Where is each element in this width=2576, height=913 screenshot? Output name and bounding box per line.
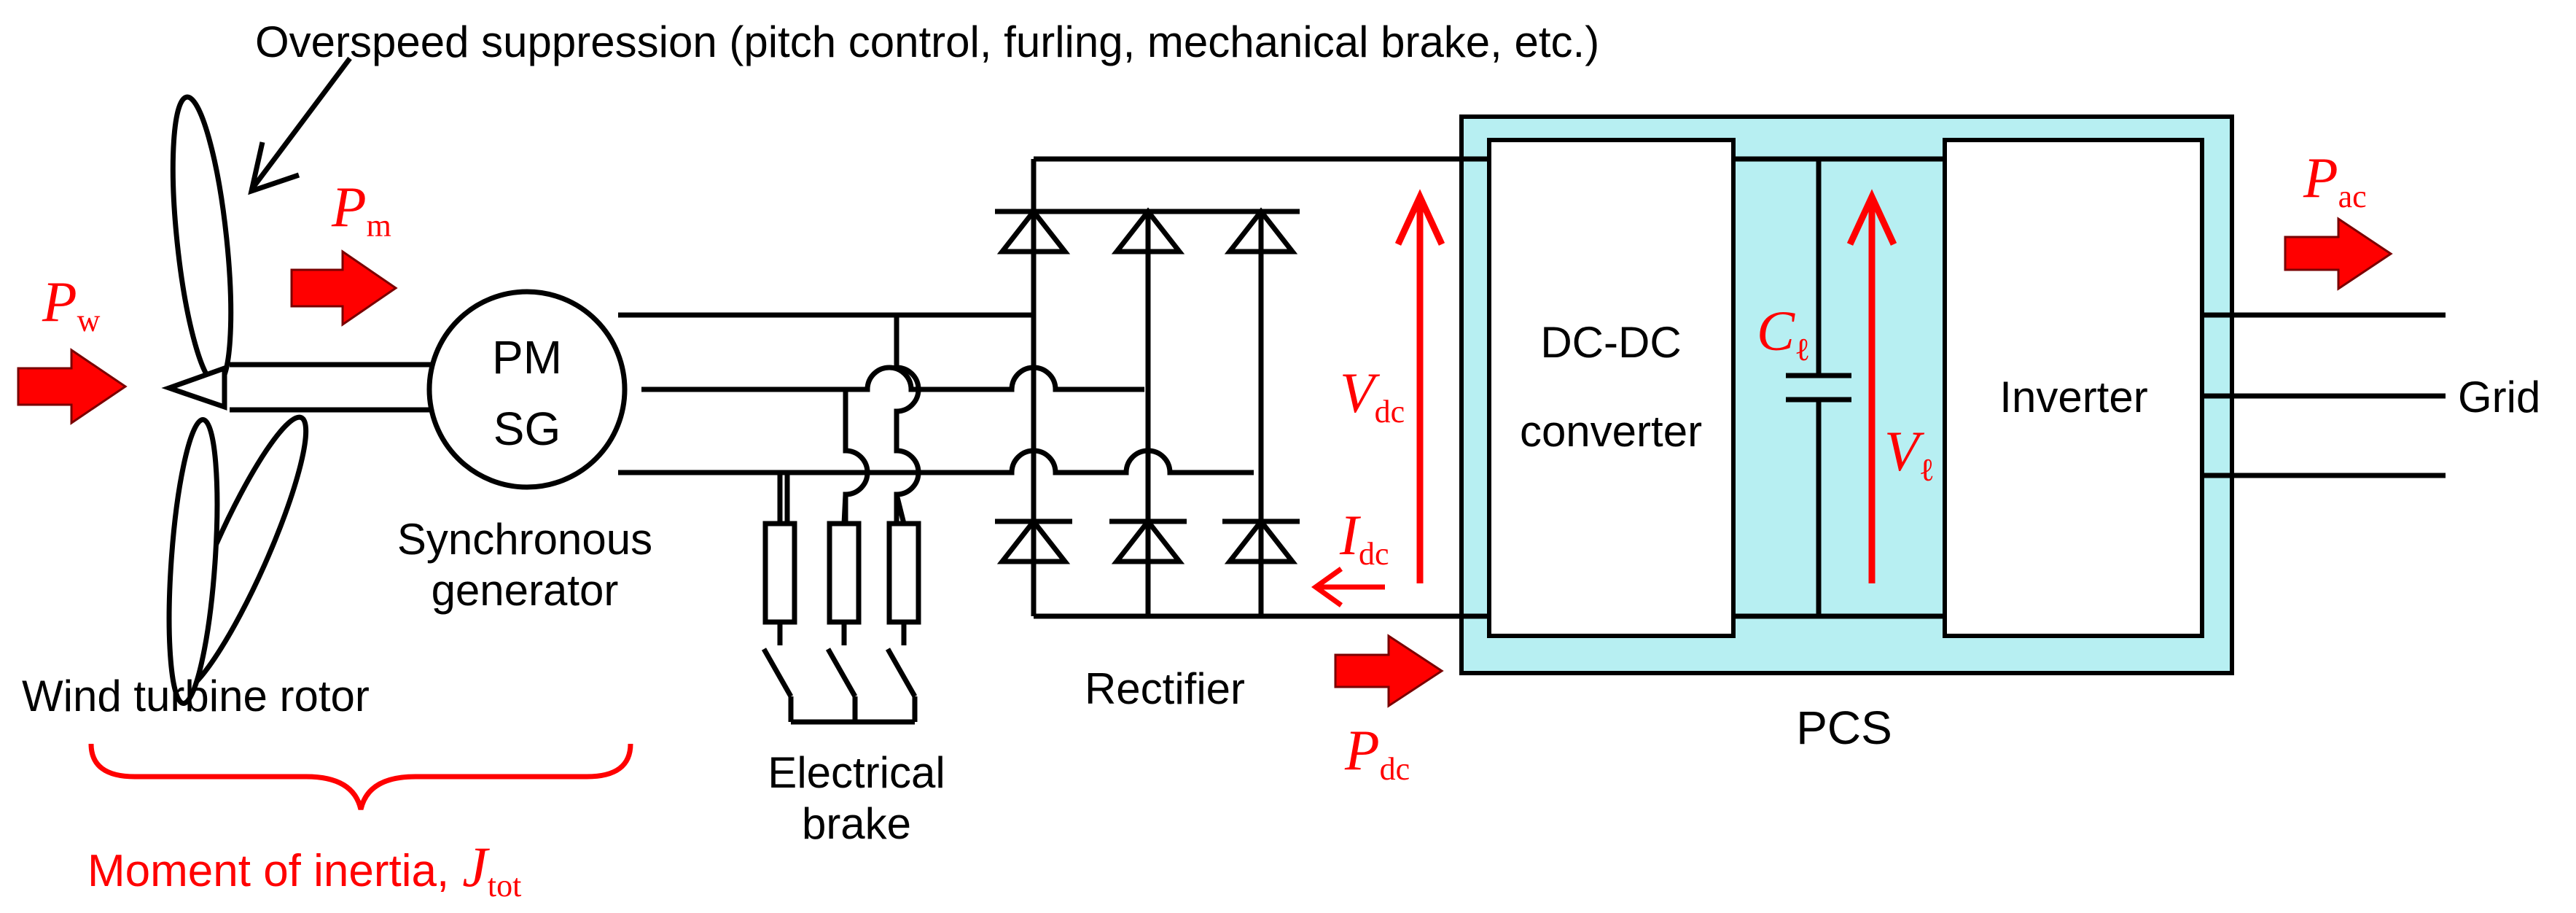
wind-turbine-rotor [161, 94, 309, 707]
dcdc-label-line1: DC-DC [1540, 318, 1681, 367]
pdc-symbol: Pdc [1344, 718, 1410, 787]
inverter-box [1943, 138, 2204, 638]
moment-of-inertia-label: Moment of inertia,Jtot [87, 835, 521, 904]
pac-arrow [2284, 217, 2393, 291]
pmsg-label-line2: SG [493, 403, 561, 455]
pm-arrow [290, 249, 398, 327]
overspeed-label: Overspeed suppression (pitch control, fu… [255, 18, 1599, 66]
grid-lines [2202, 312, 2446, 478]
elec-brake-label-line2: brake [802, 799, 911, 848]
brake-resistors [761, 473, 921, 725]
vdc-arrow [1394, 189, 1445, 583]
pmsg-label-line1: PM [492, 331, 562, 384]
inverter-label: Inverter [1999, 373, 2147, 421]
vl-arrow [1846, 189, 1897, 583]
pac-symbol: Pac [2303, 146, 2367, 214]
vdc-symbol: Vdc [1340, 361, 1405, 430]
overspeed-pointer-arrow [248, 56, 352, 195]
elec-brake-label-line1: Electrical [768, 748, 945, 797]
dcdc-label-line2: converter [1520, 407, 1702, 456]
idc-symbol: Idc [1339, 503, 1389, 572]
sync-gen-label-line2: generator [432, 566, 619, 615]
sync-gen-label-line1: Synchronous [397, 515, 652, 564]
pw-arrow [17, 348, 128, 425]
vl-symbol: Vℓ [1884, 419, 1935, 488]
pm-symbol: Pm [331, 175, 391, 244]
grid-label: Grid [2458, 373, 2540, 421]
idc-arrow [1311, 567, 1385, 607]
rectifier-label: Rectifier [1085, 664, 1245, 713]
cl-symbol: Cℓ [1757, 299, 1810, 368]
pw-symbol: Pw [42, 270, 101, 338]
dc-link-capacitor [1733, 156, 1945, 619]
pmsg-generator [426, 289, 628, 490]
wind-rotor-label: Wind turbine rotor [22, 672, 370, 720]
three-phase-wires [618, 312, 1254, 475]
pcs-label: PCS [1796, 702, 1892, 754]
moment-of-inertia-brace [88, 743, 633, 810]
pdc-arrow [1334, 634, 1444, 708]
rectifier-bridge [995, 156, 1489, 619]
dcdc-converter-box [1487, 138, 1736, 638]
